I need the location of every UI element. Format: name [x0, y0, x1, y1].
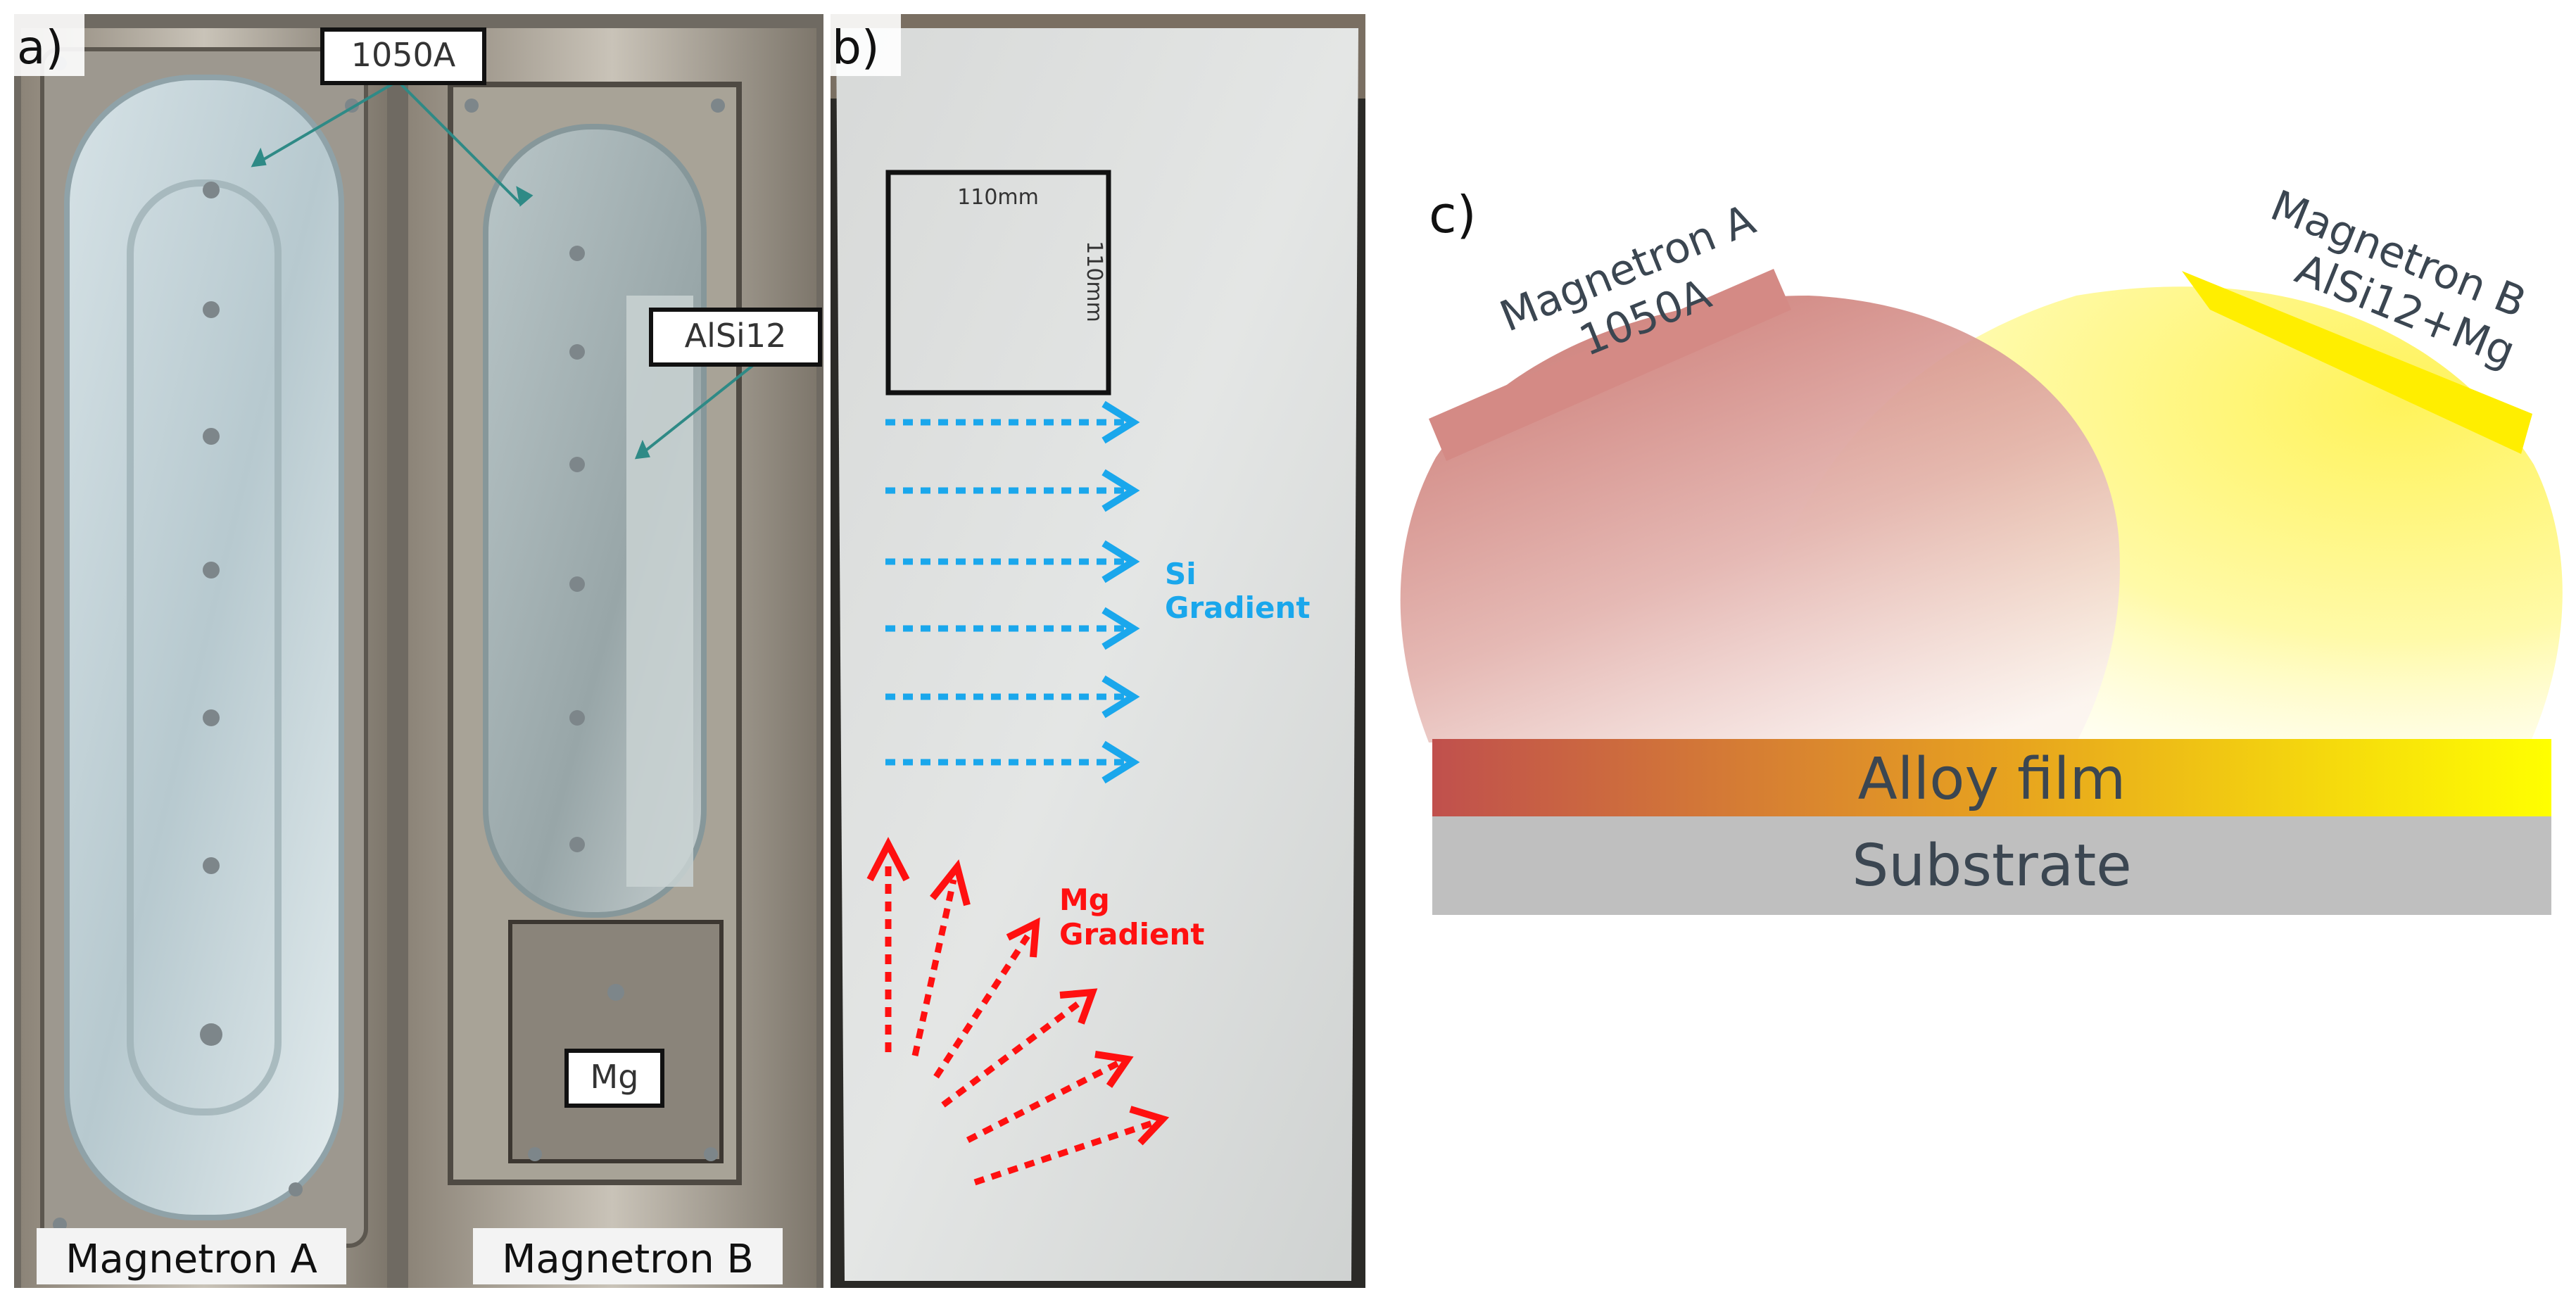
label-bg — [473, 1228, 783, 1284]
plume-a — [1400, 296, 2120, 742]
panel-b: 110mm 110mm Si Gradient — [831, 14, 1365, 1288]
substrate-label: Substrate — [1852, 833, 2132, 899]
arrowhead — [1101, 607, 1140, 650]
callout-box — [649, 308, 822, 367]
si-gradient-label-2: Gradient — [1165, 590, 1310, 625]
mg-gradient-label-1: Mg — [1059, 883, 1110, 917]
arrowhead — [866, 837, 910, 882]
arrowhead — [634, 439, 650, 460]
panel-tag-b: b) — [832, 20, 880, 75]
panel-tag-a: a) — [17, 20, 63, 75]
callout-arrow-alsi12 — [636, 361, 758, 459]
callout-arrow-1050a-right — [396, 80, 522, 206]
arrowhead — [1059, 988, 1098, 1025]
callout-arrow-1050a-left — [252, 80, 399, 167]
arrowhead — [1101, 540, 1140, 583]
mg-arrow — [973, 1119, 1156, 1186]
target-a — [1429, 269, 1791, 461]
callout-mg: Mg — [564, 1049, 664, 1108]
sample-square — [885, 170, 1111, 396]
alloy-film-label: Alloy film — [1858, 746, 2126, 813]
callout-box — [320, 27, 486, 85]
alloy-film — [1432, 739, 2551, 816]
label-bg — [37, 1228, 346, 1284]
mg-arrow — [966, 1059, 1121, 1144]
panel-tag-c: c) — [1429, 185, 1477, 244]
magnetron-b-bolts — [465, 99, 725, 1161]
target-b — [2182, 271, 2532, 454]
callout-box — [564, 1049, 664, 1108]
mg-gradient-label-2: Gradient — [1059, 917, 1204, 952]
label-magnetron-a: Magnetron A — [65, 1237, 317, 1282]
arrowhead — [1101, 675, 1140, 719]
callout-arrows — [251, 80, 758, 460]
magnetron-a-photo — [21, 28, 387, 1288]
panel-tag-bg — [14, 14, 84, 76]
label-magnetron-b: Magnetron B — [502, 1237, 754, 1282]
callout-alsi12-text: AlSi12 — [685, 317, 787, 355]
arrowhead — [1094, 1051, 1134, 1088]
callout-1050a: 1050A — [320, 27, 486, 85]
panel-a: 1050A AlSi12 Mg Magnetron A Magnetron B … — [14, 14, 823, 1288]
magnetron-a-target — [64, 75, 344, 1220]
mg-arrow — [941, 997, 1086, 1108]
substrate — [1432, 816, 2551, 915]
arrowhead — [930, 859, 971, 906]
si-gradient-label-1: Si — [1165, 557, 1197, 591]
magnetron-a-erosion-track — [127, 179, 282, 1115]
mg-arrow — [911, 879, 957, 1056]
arrowhead — [1101, 469, 1140, 512]
panel-tag-bg — [831, 14, 901, 76]
callout-mg-text: Mg — [591, 1058, 639, 1096]
si-gradient-arrows — [885, 400, 1140, 784]
arrowhead — [251, 147, 267, 168]
alsi12-insert — [626, 296, 693, 887]
arrowhead — [1006, 917, 1040, 958]
arrowhead — [516, 186, 533, 207]
mg-insert-plate — [508, 920, 724, 1163]
arrowhead — [1101, 400, 1140, 444]
substrate-sheet — [836, 28, 1358, 1281]
dim-horizontal: 110mm — [957, 185, 1039, 210]
callout-alsi12: AlSi12 — [649, 308, 822, 367]
mg-gradient-arrows — [866, 837, 1170, 1186]
arrowhead — [1101, 740, 1140, 784]
dim-vertical: 110mm — [1082, 241, 1106, 322]
panel-c: c) Magnetron A 1050A Magnetron B AlSi12+… — [1400, 181, 2563, 915]
arrowhead — [1129, 1106, 1170, 1146]
callout-1050a-text: 1050A — [351, 36, 456, 74]
